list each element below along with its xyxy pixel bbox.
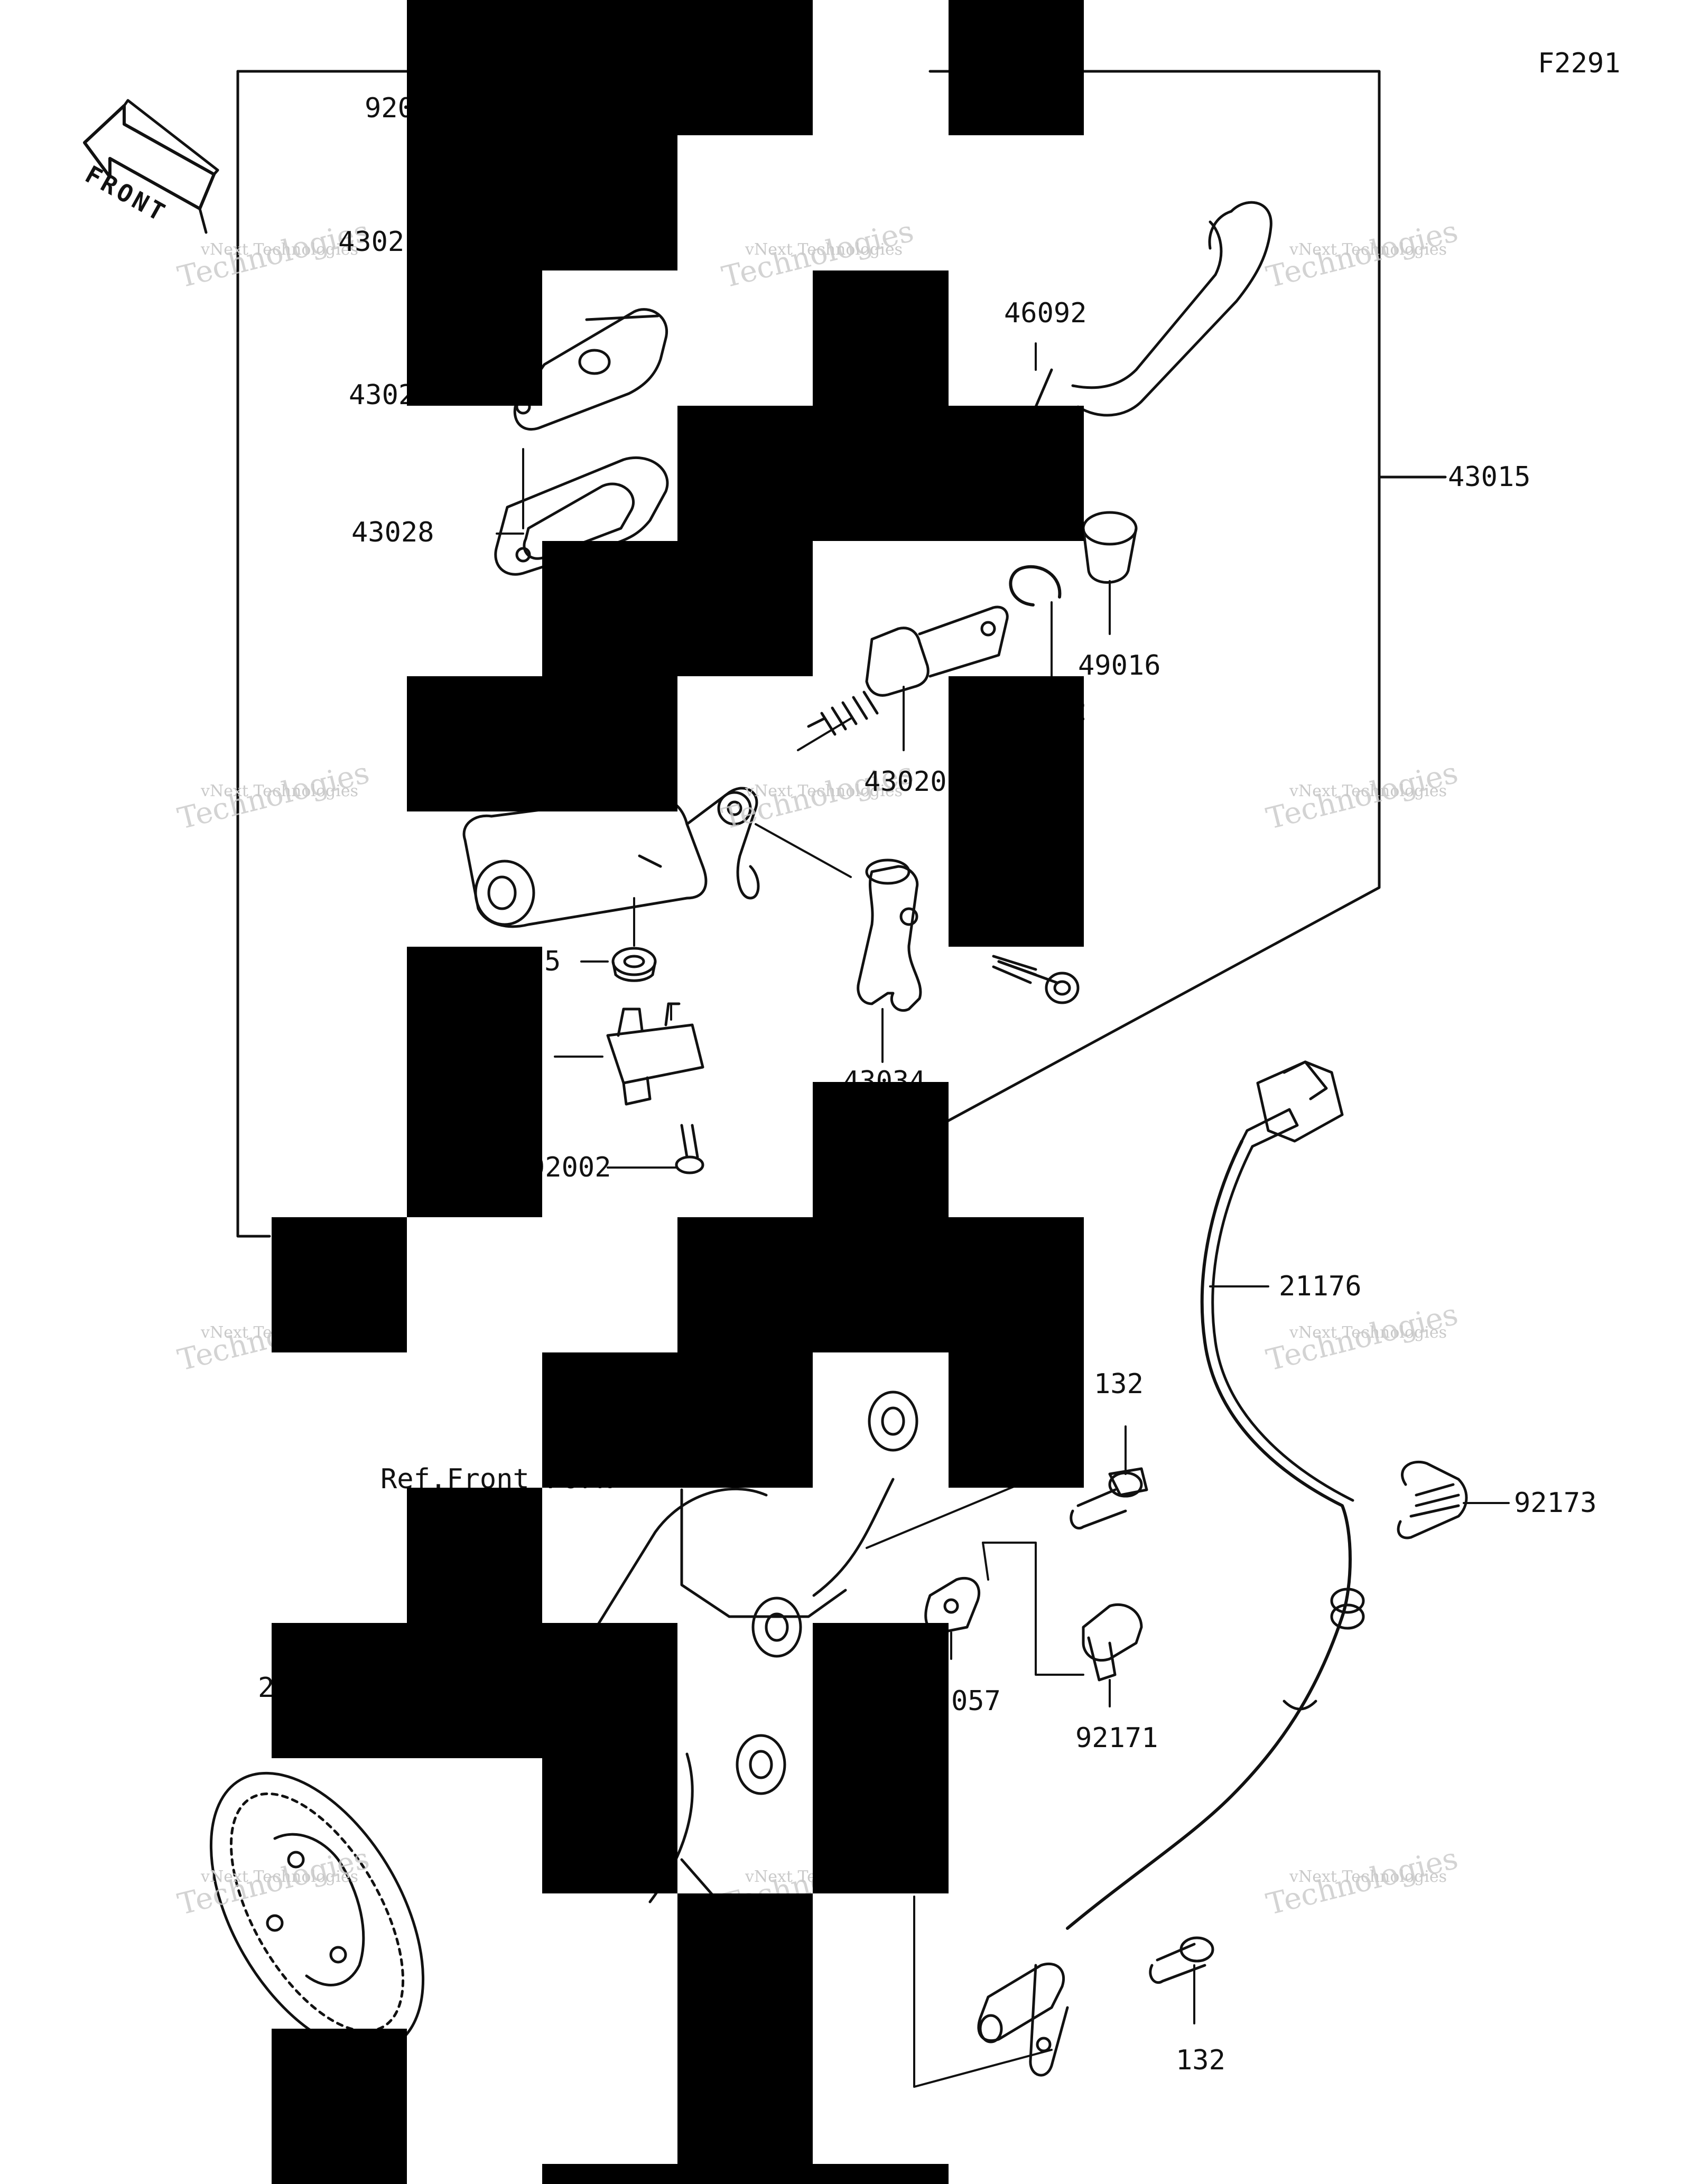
front-arrow-icon (83, 99, 219, 234)
part-label: 4302 (338, 226, 405, 258)
part-label: 92173 (1514, 1487, 1597, 1519)
redaction-block (542, 1758, 677, 1893)
master-cylinder-body (462, 787, 760, 928)
redaction-block (813, 1082, 949, 1217)
redaction-block (542, 541, 813, 676)
redaction-block (272, 2029, 407, 2184)
part-label: 92002 (528, 1152, 611, 1183)
redaction-block (677, 406, 1084, 541)
redaction-block (542, 1352, 813, 1488)
part-label: 46092 (1004, 297, 1087, 329)
part-label: 49016 (1078, 650, 1161, 682)
redaction-block (677, 1217, 1084, 1352)
circlip (1009, 565, 1062, 606)
handlebar-clamp (857, 858, 922, 1012)
part-label: 43028 (351, 517, 434, 548)
switch-screw (675, 1124, 704, 1174)
part-label: 920 (365, 92, 414, 124)
redaction-block (407, 676, 677, 811)
hex-nut (611, 947, 657, 982)
cable-clip-057 (924, 1576, 981, 1634)
reservoir-cap (513, 308, 668, 431)
brake-light-switch (606, 1002, 704, 1106)
redaction-block (813, 1623, 949, 1893)
part-label: 4302 (349, 379, 415, 411)
redaction-block (542, 2164, 949, 2184)
leader-lines (496, 342, 1510, 2088)
redaction-block (949, 0, 1084, 135)
part-label: 43015 (1448, 461, 1531, 493)
part-label: 132 (1176, 2045, 1225, 2076)
brake-lever (1034, 201, 1272, 417)
redaction-block (407, 270, 542, 406)
part-label: 92171 (1075, 1722, 1158, 1754)
assembly-frame (928, 70, 1381, 1132)
reservoir-diaphragm (494, 456, 669, 576)
diagram-code: F2291 (1538, 48, 1621, 79)
part-label: 057 (951, 1685, 1001, 1717)
redaction-block (407, 947, 542, 1217)
redaction-block (407, 0, 813, 135)
redaction-block (407, 135, 677, 270)
pivot-boot (1082, 511, 1138, 584)
clamp-bolt (992, 955, 1080, 1004)
cable-clip-92173 (1397, 1460, 1468, 1539)
cable-clip-92171 (1082, 1603, 1143, 1682)
part-label: 5 (544, 946, 561, 977)
abs-sensor-harness (1066, 1060, 1365, 1930)
redaction-block (677, 1893, 813, 2184)
part-label: 21176 (1279, 1271, 1362, 1302)
redaction-block (272, 1623, 677, 1758)
redaction-block (272, 1217, 407, 1352)
piston-spring (807, 605, 1009, 736)
redaction-block (949, 1352, 1084, 1488)
redaction-block (813, 270, 949, 406)
part-label: 132 (1094, 1368, 1144, 1400)
redaction-block (949, 676, 1084, 947)
redaction-block (407, 1488, 542, 1623)
part-label: 43020 (864, 766, 947, 798)
sensor-bolt-lower (1149, 1936, 1214, 1984)
